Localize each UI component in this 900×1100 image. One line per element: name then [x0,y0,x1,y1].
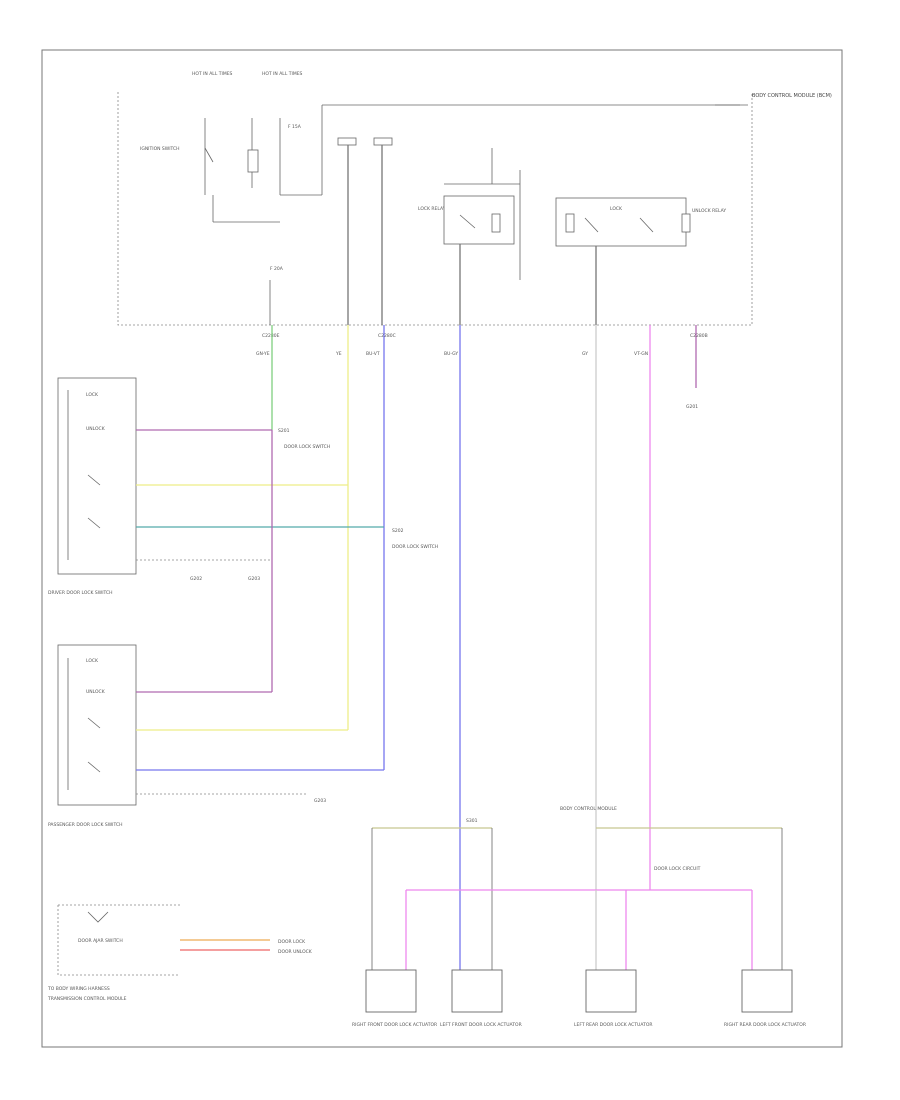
driver-blade-1 [87,474,101,486]
actuator-rr-box [741,969,793,1013]
switch-a-blade [204,147,214,163]
keypad-boundary [57,904,180,976]
right-note-2: DOOR LOCK CIRCUIT [654,866,701,872]
right-note: BODY CONTROL MODULE [560,806,617,812]
actuator-rr-label: RIGHT REAR DOOR LOCK ACTUATOR [724,1022,806,1028]
unlock-relay-box [555,197,687,247]
passenger-blade-1 [87,717,101,729]
splice-a-label: S201 [278,428,290,434]
fuse-power-label: F 20A [270,266,284,272]
driver-switch-box [57,377,137,575]
actuator-lr-box [585,969,637,1013]
legend-a-label: DOOR LOCK [278,939,306,945]
legend-title: TO BODY WIRING HARNESS [47,986,110,992]
unlock-relay-coil-a [565,213,575,233]
wire-code-5: GY [582,351,588,357]
driver-switch-label: DRIVER DOOR LOCK SWITCH [48,590,113,596]
wire-code-4: BU-GY [444,351,458,357]
passenger-blade-2 [87,761,101,773]
actuator-rf-label: RIGHT FRONT DOOR LOCK ACTUATOR [352,1022,437,1028]
actuator-lf-label: LEFT FRONT DOOR LOCK ACTUATOR [440,1022,522,1028]
unlock-relay-blade-b [639,217,654,233]
passenger-unlock-text: UNLOCK [86,689,106,695]
lock-relay-label: LOCK RELAY [418,206,446,212]
driver-note-b: DOOR LOCK SWITCH [392,544,438,550]
ground-g1-label: G201 [686,404,698,410]
bcm-note: BODY CONTROL MODULE (BCM) [752,93,832,99]
driver-lock-text: LOCK [86,392,99,398]
passenger-switch-label: PASSENGER DOOR LOCK SWITCH [48,822,122,828]
wire-code-6: VT-GN [634,351,648,357]
connector-b [373,137,393,146]
wire-code-1: GN-YE [256,351,270,357]
splice-c-label: S301 [466,818,478,824]
bottom-note: TRANSMISSION CONTROL MODULE [47,996,127,1002]
connector-a [337,137,357,146]
keypad-note: DOOR AJAR SWITCH [78,938,123,944]
lock-contact-label: LOCK [610,206,623,212]
ignition-switch-label: IGNITION SWITCH [140,146,180,152]
wire-code-2: YE [335,351,342,357]
driver-unlock-text: UNLOCK [86,426,106,432]
actuator-rf-box [365,969,417,1013]
driver-note-a: DOOR LOCK SWITCH [284,444,330,450]
unlock-relay-blade-a [584,217,599,233]
actuator-lf-box [451,969,503,1013]
keypad-icon [87,911,109,923]
legend-b-label: DOOR UNLOCK [278,949,313,955]
relay-coil-small [247,149,259,173]
wire-code-3: BU-VT [366,351,380,357]
hot-label-left: HOT IN ALL TIMES [192,71,233,77]
pin-label-2: C2280C [378,333,396,339]
outer-frame [41,49,843,1048]
lock-relay-coil [491,213,501,233]
ground-g2-label: G202 [190,576,202,582]
splice-b-label: S202 [392,528,404,534]
actuator-lr-label: LEFT REAR DOOR LOCK ACTUATOR [574,1022,653,1028]
lock-relay-blade [459,214,476,229]
pin-label-1: C2280E [262,333,280,339]
bcm-module-boundary [117,92,753,326]
pin-label-3: C2280B [690,333,708,339]
unlock-relay-label: UNLOCK RELAY [692,208,726,214]
passenger-ground-label: G203 [314,798,326,804]
passenger-lock-text: LOCK [86,658,99,664]
fuse-small-label: F 15A [288,124,302,130]
lock-relay-box [443,195,515,245]
driver-blade-2 [87,517,101,529]
unlock-relay-coil-b [681,213,691,233]
ground-g3-label: G203 [248,576,260,582]
hot-label-right: HOT IN ALL TIMES [262,71,303,77]
